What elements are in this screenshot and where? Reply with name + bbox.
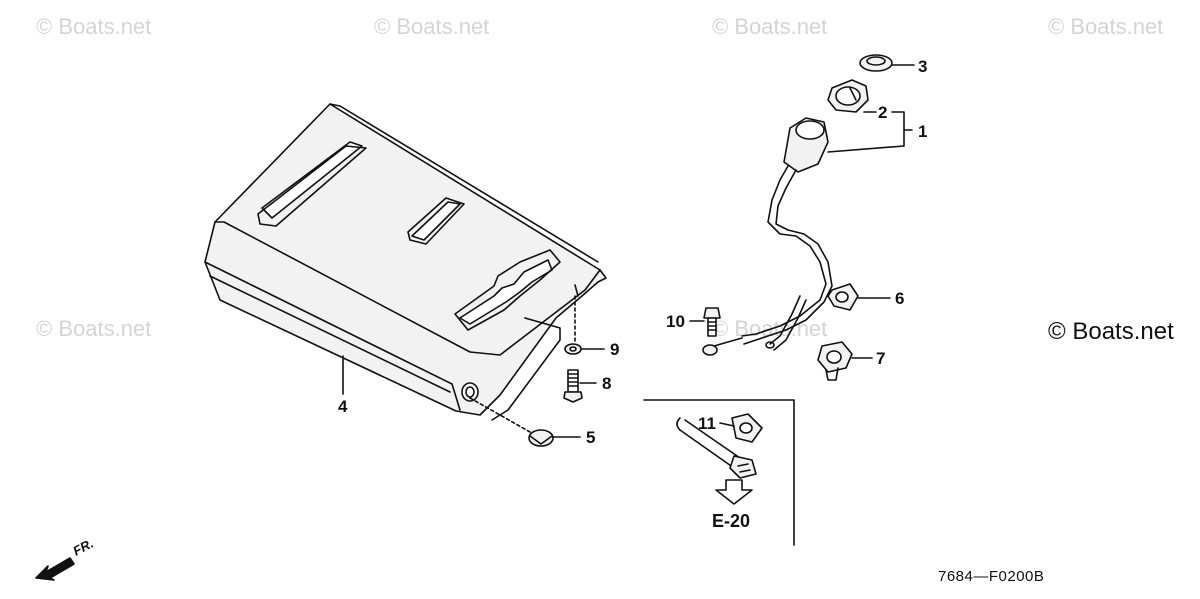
sub-assembly-bracket [643,399,795,546]
engine-cover-part [204,103,607,421]
callout-9: 9 [610,340,619,359]
callout-11: 11 [698,414,716,433]
switch-part [702,117,833,356]
brand-label: © Boats.net [1048,318,1174,345]
cap-part [859,54,893,72]
front-direction-arrow [35,557,75,581]
callout-7: 7 [876,349,885,368]
callout-3: 3 [918,57,927,76]
watermark-mid-3: © Boats.net [712,316,828,341]
watermark-mid-1: © Boats.net [36,316,152,341]
reference-arrow [715,479,753,505]
callout-1: 1 [918,122,927,141]
clamp-part [817,341,853,381]
callout-6: 6 [895,289,904,308]
watermark-top-4: © Boats.net [1048,14,1164,39]
clip-part [827,283,859,311]
drawing-code: 7684—F0200B [938,568,1045,585]
callout-4: 4 [338,397,348,416]
washer-part [564,295,582,355]
callout-2: 2 [878,103,887,122]
bolt-part [563,369,583,403]
callout-5: 5 [586,428,595,447]
nut-part [827,79,869,113]
callout-8: 8 [602,374,611,393]
section-reference-label: E-20 [712,511,750,531]
front-direction-label: FR. [70,536,96,559]
watermark-top-1: © Boats.net [36,14,152,39]
watermark-top-3: © Boats.net [712,14,828,39]
leader-11 [719,422,735,427]
watermark-top-2: © Boats.net [374,14,490,39]
screw-part [703,307,721,337]
rivet-part [469,397,554,447]
callout-10: 10 [666,312,685,331]
leader-1 [827,111,913,153]
